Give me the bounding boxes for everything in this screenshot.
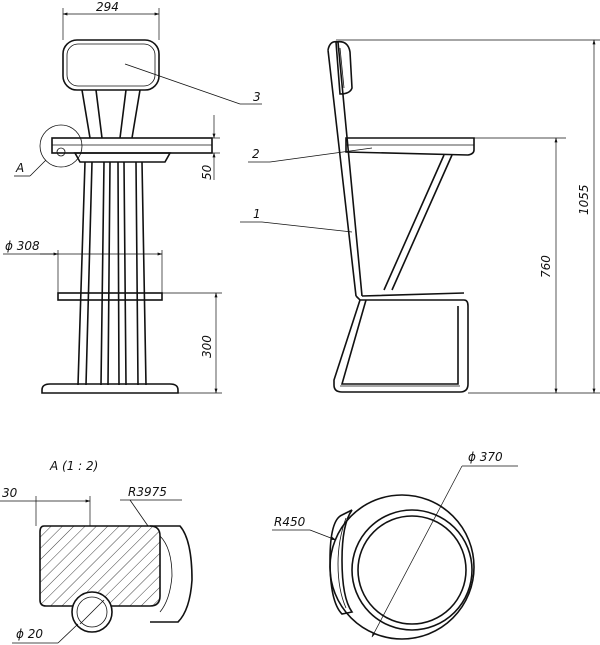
callout-3: 3 [124, 63, 262, 105]
dim-r3975-label: R3975 [128, 485, 167, 499]
front-view [39, 39, 213, 394]
detail-section [39, 525, 161, 607]
dim-footring-height: 300 [162, 292, 222, 394]
dim-seat-thickness: 50 [200, 115, 220, 180]
dim-300-label: 300 [200, 335, 214, 358]
dim-294-label: 294 [96, 0, 119, 14]
dim-footring: ϕ 308 [3, 239, 163, 293]
seat-side [345, 137, 475, 156]
dim-back-width: 294 [62, 0, 160, 40]
detail-view-a: A (1 : 2) [39, 459, 193, 633]
dim-50-label: 50 [200, 164, 214, 180]
top-view [329, 494, 475, 640]
base-front [41, 383, 179, 394]
detail-a-circle [39, 124, 83, 168]
side-view [327, 40, 475, 393]
dim-top-diameter: ϕ 370 [371, 450, 518, 638]
detail-title: A (1 : 2) [49, 459, 98, 473]
dim-760-label: 760 [539, 255, 553, 278]
dim-detail-offset: 30 [0, 486, 91, 526]
dim-tube-diameter: ϕ 20 [12, 623, 79, 644]
dim-top-radius: R450 [272, 515, 337, 541]
callout-1: 1 [240, 207, 353, 233]
dim-1055-label: 1055 [577, 184, 591, 215]
callout-a: A [14, 159, 47, 177]
dim-phi370-label: ϕ 370 [468, 450, 503, 464]
callout-2-label: 2 [252, 147, 260, 161]
dim-total-height: 1055 [336, 39, 600, 394]
callout-3-label: 3 [253, 90, 261, 104]
dim-r450-label: R450 [274, 515, 306, 529]
dim-phi20-label: ϕ 20 [16, 627, 43, 641]
dim-308-label: ϕ 308 [5, 239, 40, 253]
dim-seat-height: 760 [474, 137, 566, 394]
backrest-pad [62, 39, 160, 91]
footring-front [57, 292, 163, 301]
dim-detail-radius: R3975 [120, 485, 182, 527]
backrest-top [329, 509, 354, 615]
callout-1-label: 1 [253, 207, 261, 221]
callout-2: 2 [248, 147, 373, 163]
dim-30-label: 30 [2, 486, 18, 500]
backrest-side [335, 40, 353, 95]
seat-front [51, 137, 213, 154]
callout-a-label: A [15, 161, 24, 175]
